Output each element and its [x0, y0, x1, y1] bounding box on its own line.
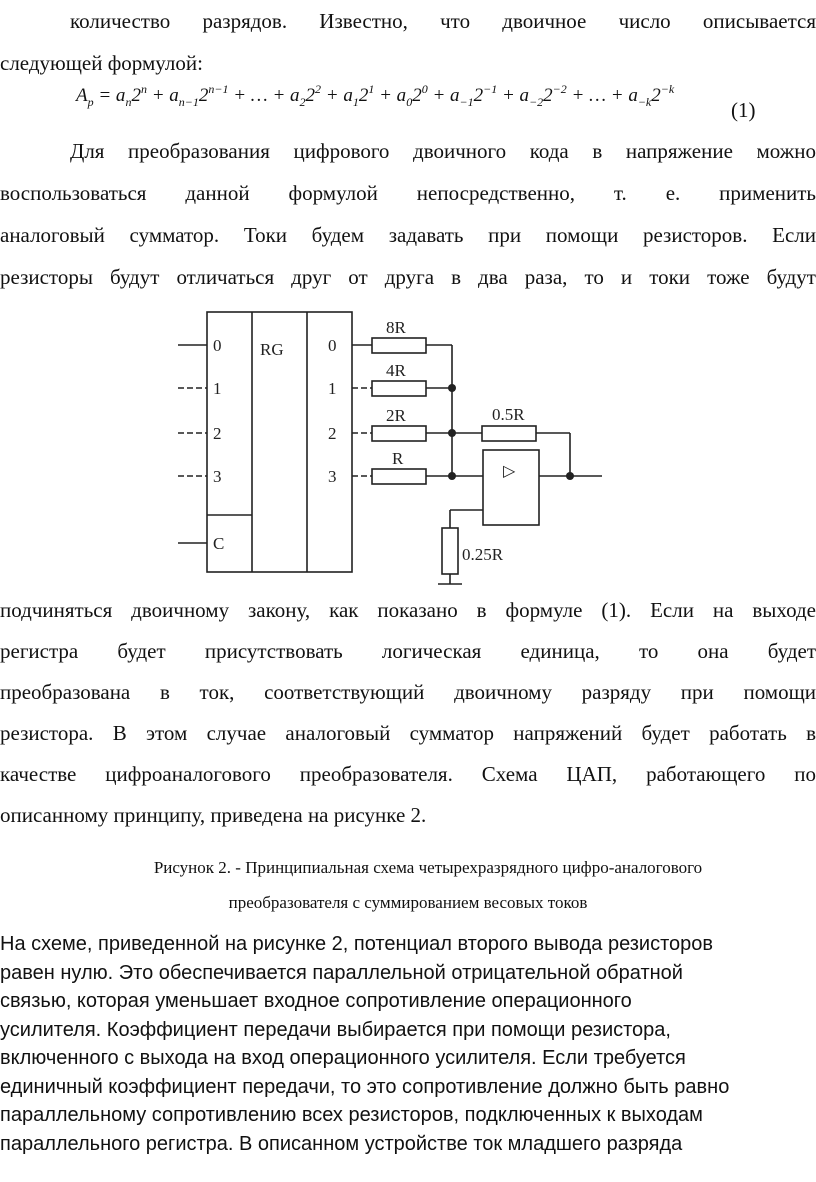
paragraph-explanation: На схеме, приведенной на рисунке 2, поте…: [0, 930, 816, 1158]
figure-caption-line1: Рисунок 2. - Принципиальная схема четыре…: [153, 858, 703, 877]
clock-label: C: [213, 534, 224, 553]
junction-dot: [448, 429, 456, 437]
op-amp: [482, 449, 540, 526]
register-output-label: 2: [328, 424, 337, 443]
amplifier-symbol: ▷: [503, 463, 516, 480]
text-line: единичный коэффициент передачи, то это с…: [0, 1075, 730, 1098]
text-line: резисторы будут отличаться друг от друга…: [0, 265, 816, 289]
text-line: параллельного регистра. В описанном устр…: [0, 1132, 683, 1155]
figure-caption-line2: преобразователя с суммированием весовых …: [228, 893, 588, 912]
feedback-resistor-label: 0.5R: [492, 405, 525, 424]
text-line: включенного с выхода на вход операционно…: [0, 1047, 686, 1069]
formula-block: Ap = an2n + an−12n−1 + … + a222 + a121 +…: [0, 82, 816, 130]
register-output-label: 1: [328, 379, 337, 398]
resistor-8r: [371, 337, 427, 354]
dac-circuit-diagram: 0 1 2 3 C RG 0 1 2 3 8R 4R 2R R 0.5R 0.2…: [178, 311, 602, 585]
resistor-r: [371, 468, 427, 485]
binary-number-formula: Ap = an2n + an−12n−1 + … + a222 + a121 +…: [76, 82, 674, 110]
resistor-label: 4R: [386, 361, 407, 380]
register-input-label: 0: [213, 336, 222, 355]
text-line: Для преобразования цифрового двоичного к…: [70, 139, 816, 163]
text-line: резистора. В этом случае аналоговый сумм…: [0, 721, 816, 745]
text-line: параллельному сопротивлению всех резисто…: [0, 1104, 703, 1126]
resistor-4r: [371, 380, 427, 397]
text-line: На схеме, приведенной на рисунке 2, поте…: [0, 933, 714, 955]
register-input-label: 3: [213, 467, 222, 486]
register-output-label: 0: [328, 336, 337, 355]
resistor-feedback: [481, 425, 537, 442]
equation-number: (1): [731, 98, 756, 122]
junction-dot: [448, 384, 456, 392]
paragraph-intro: количество разрядов. Известно, что двоич…: [0, 0, 816, 84]
text-line: аналоговый сумматор. Токи будем задавать…: [0, 223, 816, 247]
ground-resistor-label: 0.25R: [462, 545, 504, 564]
text-line: воспользоваться данной формулой непосред…: [0, 181, 816, 205]
resistor-2r: [371, 425, 427, 442]
resistor-ground: [441, 527, 459, 575]
text-line: усилителя. Коэффициент передачи выбирает…: [0, 1018, 671, 1041]
text-line: подчиняться двоичному закону, как показа…: [0, 598, 816, 622]
resistor-label: R: [392, 449, 404, 468]
junction-dot: [448, 472, 456, 480]
text-line: равен нулю. Это обеспечивается параллель…: [0, 961, 683, 984]
text-line: описанному принципу, приведена на рисунк…: [0, 803, 427, 827]
register-input-label: 1: [213, 379, 222, 398]
junction-dot: [566, 472, 574, 480]
paragraph-method: Для преобразования цифрового двоичного к…: [0, 130, 816, 298]
text-line: регистра будет присутствовать логическая…: [0, 639, 816, 663]
register-name: RG: [260, 340, 284, 359]
resistor-label: 8R: [386, 318, 407, 337]
register-input-label: 2: [213, 424, 222, 443]
text-line: преобразована в ток, соответствующий дво…: [0, 680, 816, 704]
register-output-label: 3: [328, 467, 337, 486]
register-block: [206, 311, 353, 573]
formula-expression: Ap = an2n + an−12n−1 + … + a222 + a121 +…: [76, 82, 675, 109]
text-line: связью, которая уменьшает входное сопрот…: [0, 990, 632, 1012]
paragraph-principle: подчиняться двоичному закону, как показа…: [0, 590, 816, 836]
text-line: качестве цифроаналогового преобразовател…: [0, 762, 816, 786]
text-line: следующей формулой:: [0, 51, 203, 75]
text-line: количество разрядов. Известно, что двоич…: [70, 9, 816, 33]
resistor-label: 2R: [386, 406, 407, 425]
